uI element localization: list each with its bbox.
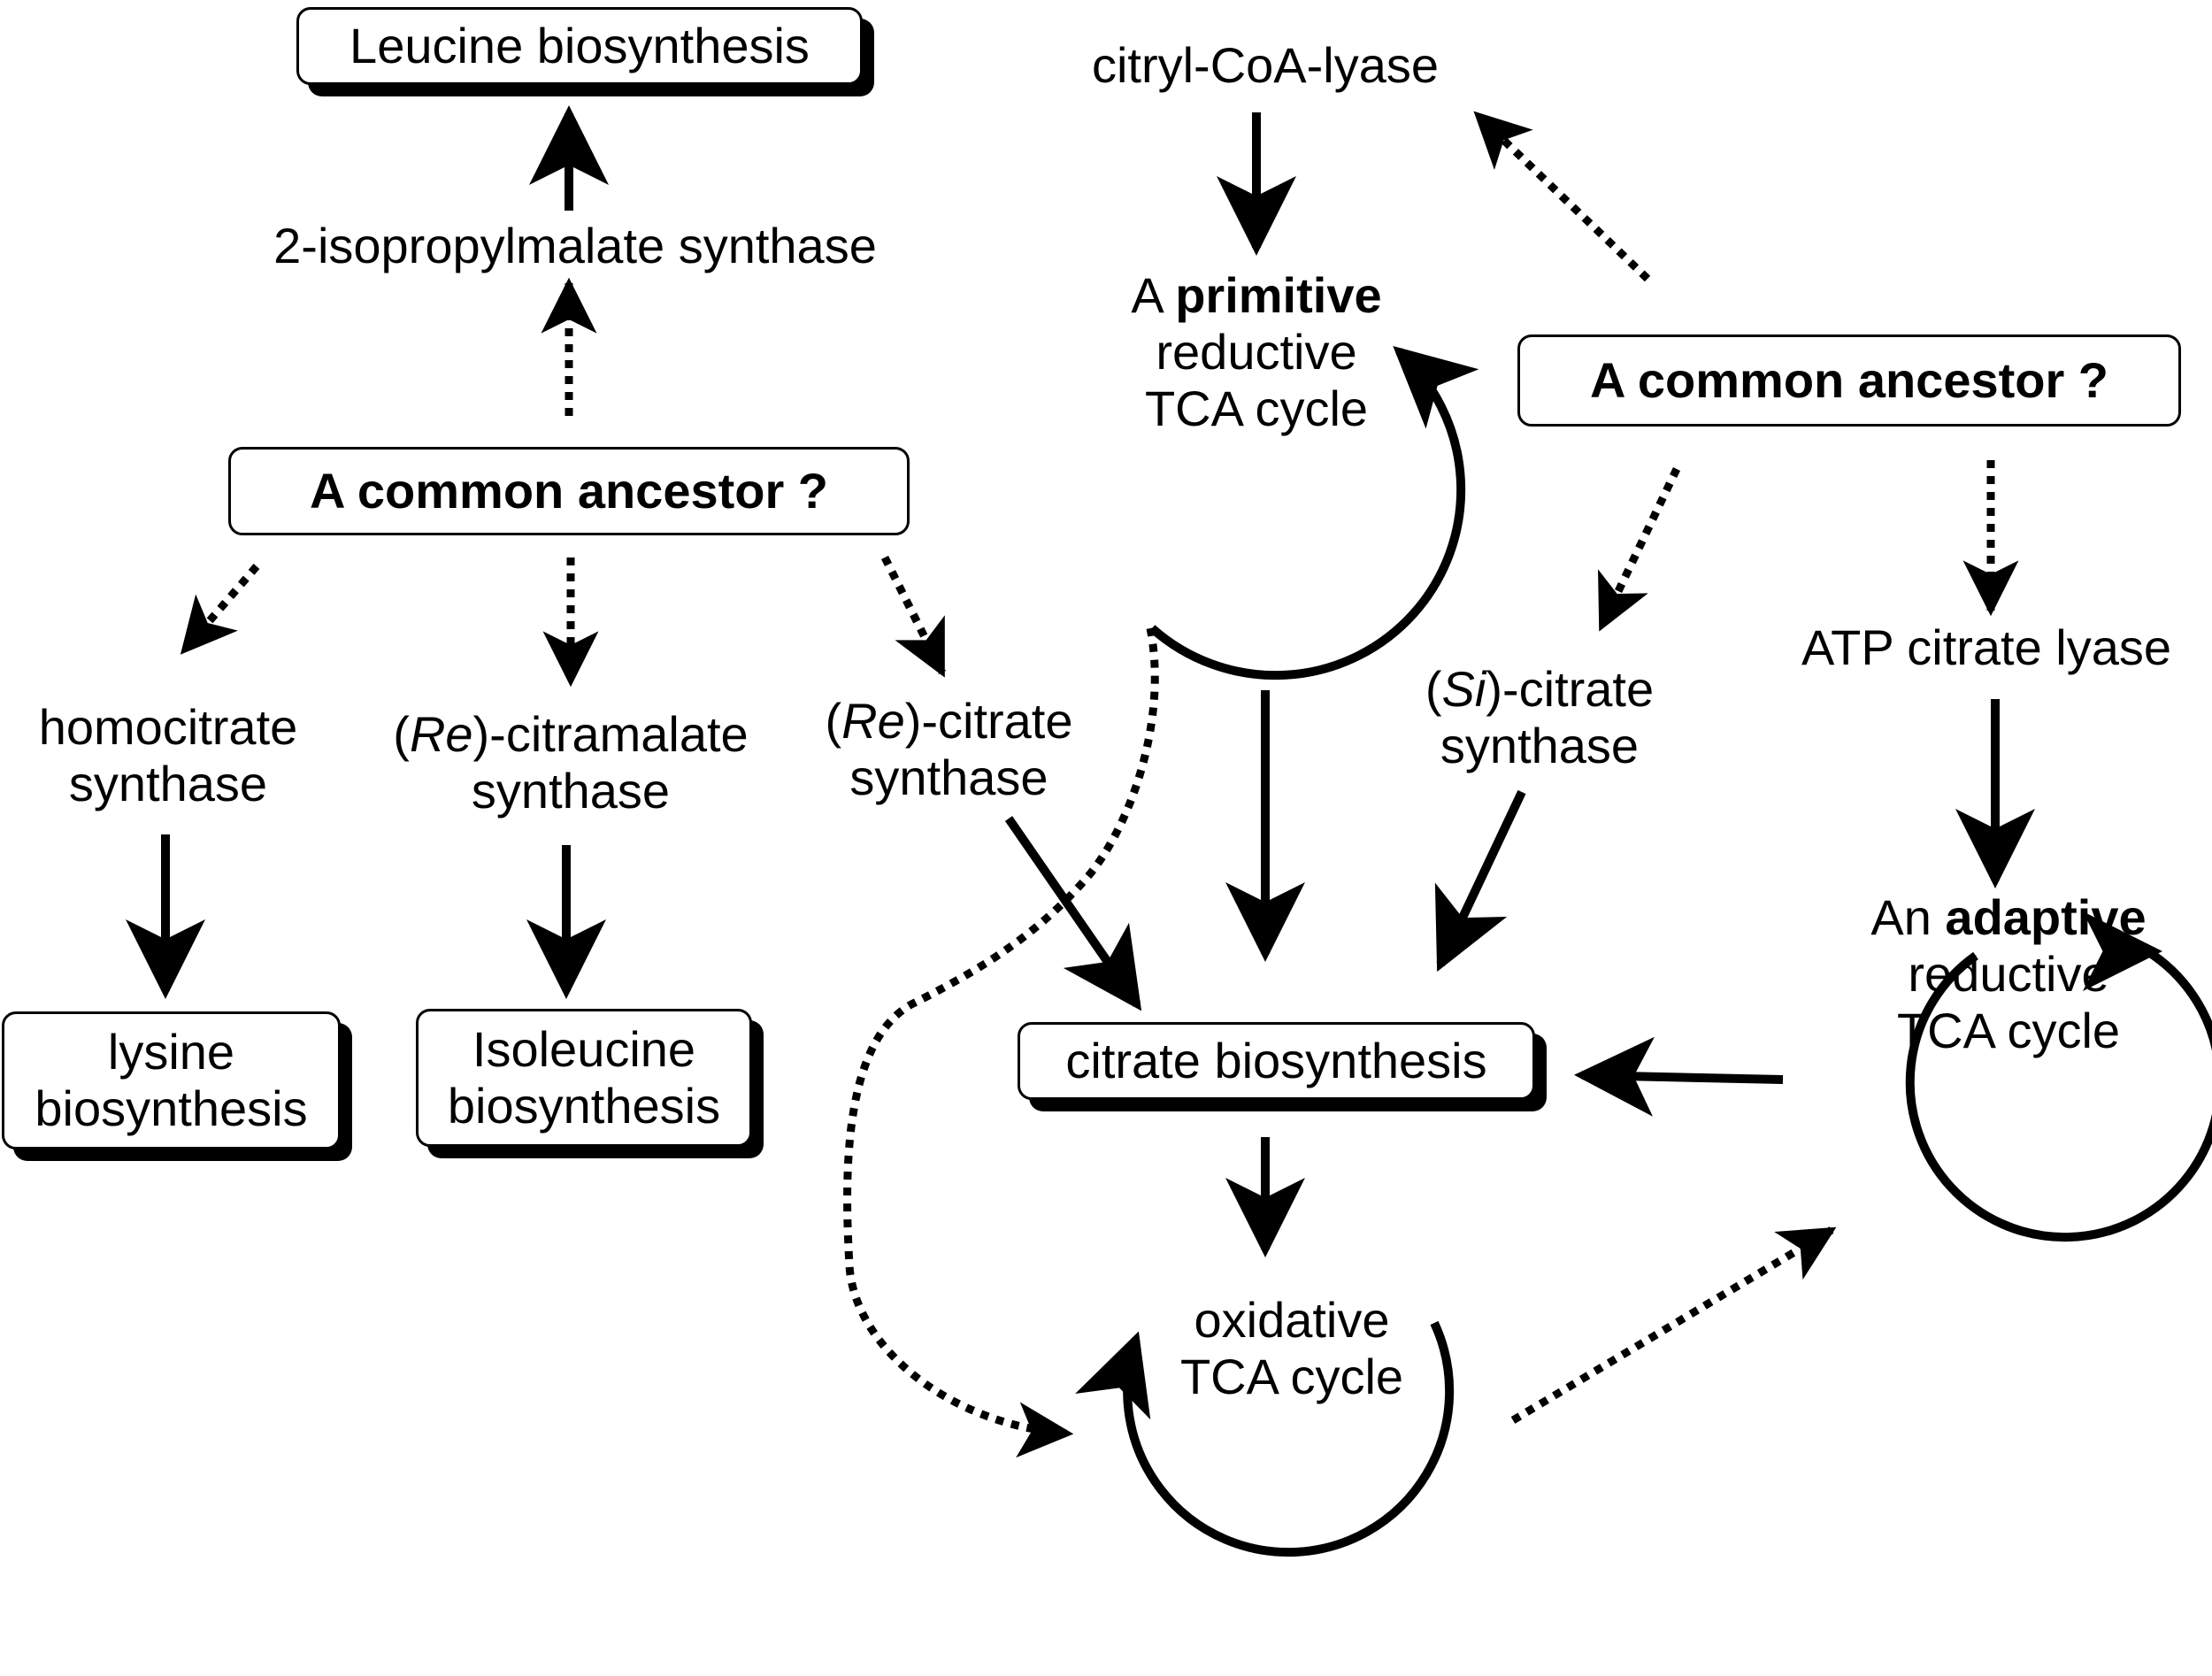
arrow-sicitrate-to-citrate: [1434, 789, 1526, 973]
isoleucine-biosynthesis-box: Isoleucine biosynthesis: [416, 1009, 752, 1147]
dotted-arrow-ancestor-to-citryl: [1473, 111, 1651, 282]
re-citrate-line1: (Re)-citrate: [825, 693, 1073, 749]
isoleucine-line2: biosynthesis: [447, 1078, 721, 1134]
homocitrate-line1: homocitrate: [38, 699, 298, 755]
adaptive-cycle-arc: [1905, 947, 2212, 1242]
ipm-synthase-label: 2-isopropylmalate synthase: [273, 218, 877, 273]
citrate-biosynthesis-box: citrate biosynthesis: [1018, 1022, 1535, 1100]
leucine-biosynthesis-label: Leucine biosynthesis: [349, 18, 810, 73]
homocitrate-synthase-label: homocitrate synthase: [9, 699, 327, 812]
citramalate-line2: synthase: [471, 763, 671, 819]
primitive-line1: A primitive: [1131, 267, 1382, 323]
dotted-arrow-ancestor-to-homocitrate: [180, 564, 260, 655]
dotted-arrow-ancestor-to-recitrate: [880, 555, 947, 678]
dotted-arrow-oxidative-to-adaptive: [1510, 1226, 1837, 1424]
citramalate-synthase-label: (Re)-citramalate synthase: [363, 706, 779, 819]
si-citrate-synthase-label: (Si)-citrate synthase: [1380, 661, 1699, 774]
re-citrate-synthase-label: (Re)-citrate synthase: [796, 693, 1102, 806]
si-citrate-line1: (Si)-citrate: [1425, 661, 1655, 717]
primitive-line3: TCA cycle: [1144, 381, 1369, 436]
lysine-line2: biosynthesis: [35, 1080, 308, 1136]
homocitrate-line2: synthase: [68, 756, 268, 811]
oxidative-line2: TCA cycle: [1179, 1349, 1404, 1404]
adaptive-line3: TCA cycle: [1896, 1003, 2121, 1058]
primitive-cycle-label: A primitive reductive TCA cycle: [1088, 267, 1425, 437]
common-ancestor-left-box: A common ancestor ?: [228, 447, 910, 535]
citramalate-line1: (Re)-citramalate: [393, 706, 749, 762]
si-citrate-line2: synthase: [1440, 718, 1640, 773]
common-ancestor-left-label: A common ancestor ?: [309, 463, 829, 519]
lysine-biosynthesis-box: lysine biosynthesis: [2, 1011, 341, 1149]
lysine-line1: lysine: [107, 1024, 235, 1080]
arrow-adaptive-to-citrate: [1574, 1036, 1784, 1117]
primitive-line2: reductive: [1156, 324, 1357, 380]
dotted-arrow-ancestor-to-sicitrate: [1597, 467, 1681, 632]
citrate-biosynthesis-label: citrate biosynthesis: [1065, 1033, 1487, 1088]
oxidative-cycle-arc: [1075, 1320, 1455, 1557]
re-citrate-line2: synthase: [849, 750, 1048, 805]
arrow-recitrate-to-citrate: [1004, 816, 1142, 1011]
leucine-biosynthesis-box: Leucine biosynthesis: [296, 7, 863, 85]
adaptive-cycle-label: An adaptive reductive TCA cycle: [1823, 889, 2194, 1059]
oxidative-cycle-label: oxidative TCA cycle: [1128, 1292, 1455, 1405]
isoleucine-line1: Isoleucine: [472, 1021, 696, 1077]
adaptive-line2: reductive: [1908, 946, 2109, 1002]
adaptive-line1: An adaptive: [1870, 889, 2147, 945]
atp-citrate-lyase-label: ATP citrate lyase: [1801, 619, 2172, 675]
common-ancestor-right-label: A common ancestor ?: [1589, 352, 2109, 408]
citryl-coa-lyase-label: citryl-CoA-lyase: [1091, 37, 1440, 93]
oxidative-line1: oxidative: [1194, 1292, 1390, 1348]
primitive-cycle-arc: [1148, 346, 1479, 680]
common-ancestor-right-box: A common ancestor ?: [1517, 334, 2181, 427]
